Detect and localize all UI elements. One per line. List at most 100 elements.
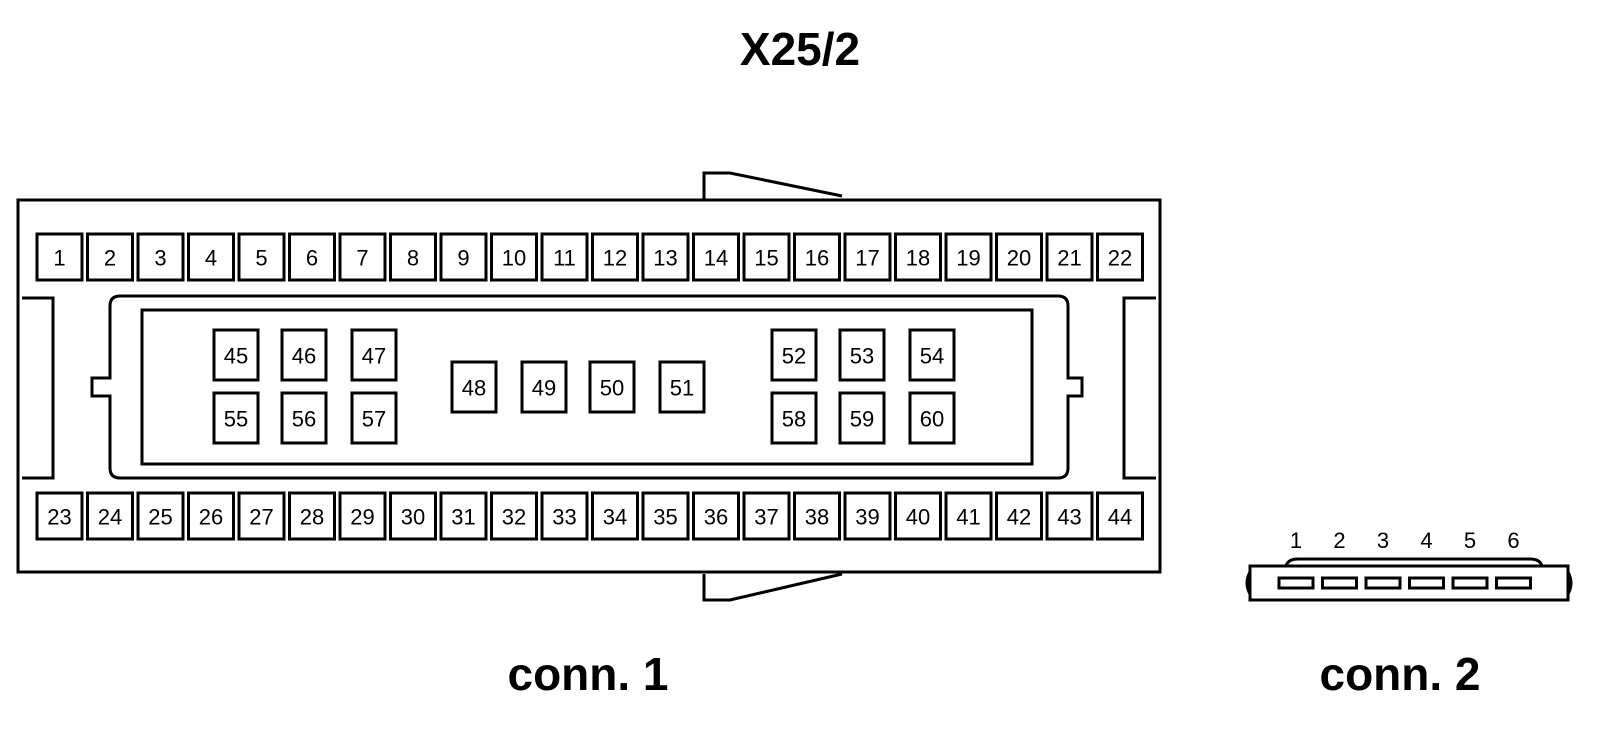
pin-box <box>280 328 328 382</box>
pin-label: 2 <box>104 246 116 271</box>
pin-box <box>136 232 185 282</box>
connector-2-body <box>1245 557 1573 602</box>
pin-box <box>280 391 328 445</box>
connector-2-pin-label: 3 <box>1377 528 1389 553</box>
pin-label: 38 <box>805 505 829 530</box>
pin-label: 55 <box>224 407 248 432</box>
pin-label: 21 <box>1057 246 1081 271</box>
pin-box <box>288 232 336 282</box>
pin-box <box>692 232 740 282</box>
pin-box <box>894 491 942 541</box>
pin-box <box>237 232 286 282</box>
pin-box <box>1096 491 1144 541</box>
pin-box <box>490 491 538 541</box>
pin-label: 41 <box>956 505 980 530</box>
pin-label: 53 <box>850 344 874 369</box>
pin-label: 35 <box>653 505 677 530</box>
pin-box <box>843 491 892 541</box>
pin-box <box>338 491 387 541</box>
connector-2-pin-label: 6 <box>1507 528 1519 553</box>
pin-label: 33 <box>552 505 576 530</box>
connector-2-label: conn. 2 <box>1319 648 1480 700</box>
pin-box <box>439 232 488 282</box>
pin-label: 36 <box>704 505 728 530</box>
pin-box <box>187 491 235 541</box>
connector-1-body <box>16 171 1162 602</box>
pin-label: 43 <box>1057 505 1081 530</box>
pin-label: 13 <box>653 246 677 271</box>
pin-box <box>658 360 706 414</box>
pin-label: 37 <box>754 505 778 530</box>
pin-label: 9 <box>457 246 469 271</box>
pin-box <box>187 232 235 282</box>
pin-box <box>212 391 260 445</box>
pin-label: 48 <box>462 376 486 401</box>
pin-label: 40 <box>906 505 930 530</box>
pin-label: 27 <box>249 505 273 530</box>
connector-2-pin-slot <box>1364 576 1402 590</box>
pin-label: 17 <box>855 246 879 271</box>
pin-box <box>770 391 818 445</box>
pin-label: 15 <box>754 246 778 271</box>
pin-box <box>591 491 639 541</box>
pin-box <box>350 391 398 445</box>
pin-label: 22 <box>1108 246 1132 271</box>
pin-box <box>389 232 437 282</box>
pin-label: 31 <box>451 505 475 530</box>
pin-box <box>944 232 993 282</box>
pin-box <box>338 232 387 282</box>
pin-label: 28 <box>300 505 324 530</box>
pin-label: 51 <box>670 376 694 401</box>
pin-label: 46 <box>292 344 316 369</box>
pin-box <box>908 391 956 445</box>
pin-box <box>1045 232 1094 282</box>
pin-box <box>520 360 568 414</box>
pin-box <box>641 232 690 282</box>
pin-label: 58 <box>782 407 806 432</box>
pin-box <box>237 491 286 541</box>
connector-2-pin-slot <box>1277 576 1315 590</box>
pin-label: 60 <box>920 407 944 432</box>
pin-box <box>450 360 498 414</box>
pin-box <box>540 491 589 541</box>
pin-label: 42 <box>1007 505 1031 530</box>
pin-label: 30 <box>401 505 425 530</box>
pin-label: 29 <box>350 505 374 530</box>
pin-box <box>35 491 84 541</box>
pin-box <box>838 391 886 445</box>
pin-label: 50 <box>600 376 624 401</box>
pin-box <box>641 491 690 541</box>
pin-box <box>35 232 84 282</box>
pin-box <box>995 232 1043 282</box>
pin-label: 11 <box>553 246 576 271</box>
pin-label: 25 <box>148 505 172 530</box>
pin-box <box>588 360 636 414</box>
pin-label: 34 <box>603 505 627 530</box>
connector-2-pin-slot <box>1321 576 1358 590</box>
pin-label: 54 <box>920 344 944 369</box>
pin-label: 32 <box>502 505 526 530</box>
pin-box <box>944 491 993 541</box>
pin-label: 44 <box>1108 505 1132 530</box>
pin-box <box>793 491 841 541</box>
pin-label: 59 <box>850 407 874 432</box>
pin-box <box>490 232 538 282</box>
connector-2-pin-label: 1 <box>1290 528 1302 553</box>
pin-box <box>389 491 437 541</box>
pin-label: 3 <box>154 246 166 271</box>
pin-box <box>995 491 1043 541</box>
connector-2-pin-slot <box>1495 576 1532 590</box>
connector-2-pin-slot <box>1451 576 1489 590</box>
pin-label: 45 <box>224 344 248 369</box>
connector-2-pin-label: 4 <box>1420 528 1432 553</box>
pin-box <box>1045 491 1094 541</box>
pin-box <box>742 491 791 541</box>
pin-label: 18 <box>906 246 930 271</box>
pin-label: 16 <box>805 246 829 271</box>
pin-box <box>692 491 740 541</box>
pin-box <box>540 232 589 282</box>
pin-label: 12 <box>603 246 627 271</box>
pin-box <box>838 328 886 382</box>
